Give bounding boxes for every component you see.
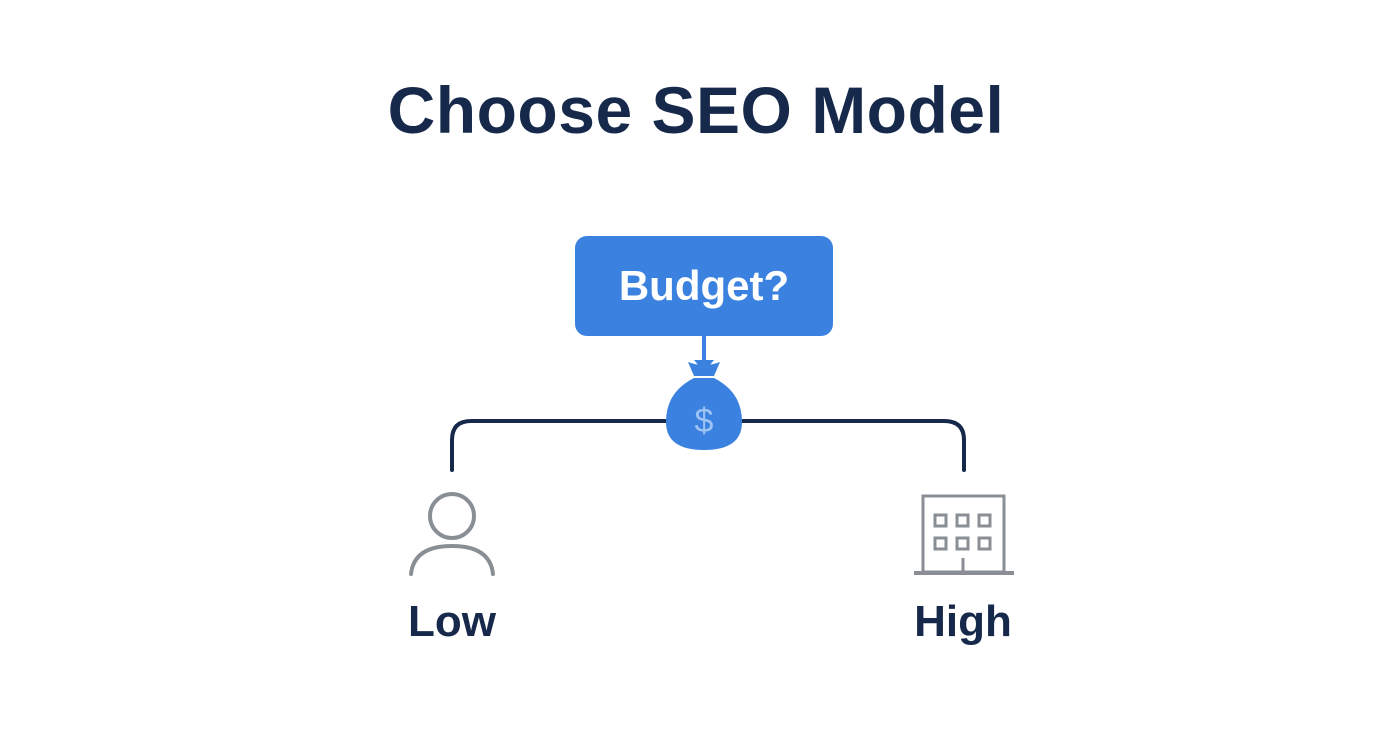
svg-text:$: $: [695, 402, 714, 440]
decision-node-budget: Budget?: [575, 236, 833, 336]
office-building-icon: [914, 494, 1014, 575]
decision-label: Budget?: [618, 262, 790, 309]
diagram-title: Choose SEO Model: [387, 73, 1005, 147]
branch-label-low: Low: [408, 597, 496, 646]
branch-label-high: High: [914, 597, 1012, 646]
person-icon: [409, 492, 495, 576]
money-bag-icon: $: [666, 362, 742, 450]
